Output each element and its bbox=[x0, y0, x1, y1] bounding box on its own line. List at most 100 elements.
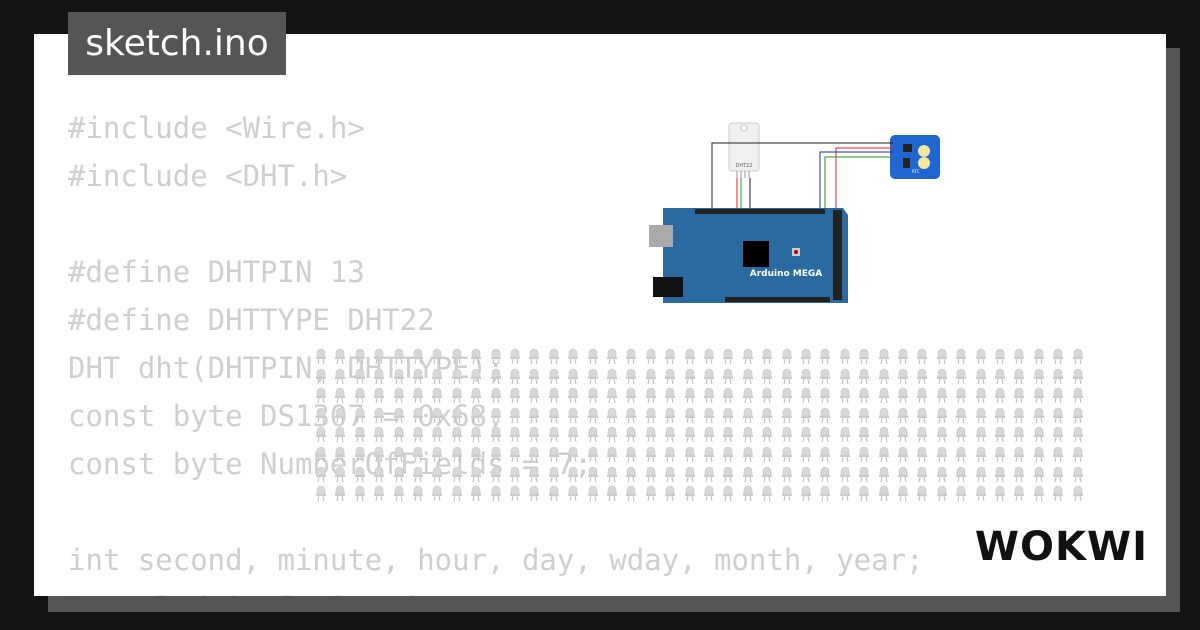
led[interactable] bbox=[839, 348, 851, 365]
led[interactable] bbox=[858, 368, 870, 384]
led[interactable] bbox=[509, 407, 521, 423]
led[interactable] bbox=[839, 407, 851, 423]
led[interactable] bbox=[975, 407, 987, 423]
led[interactable] bbox=[703, 446, 715, 463]
led[interactable] bbox=[528, 407, 540, 423]
led[interactable] bbox=[315, 387, 327, 404]
led[interactable] bbox=[354, 407, 366, 423]
led[interactable] bbox=[509, 368, 521, 384]
led[interactable] bbox=[664, 348, 676, 365]
led[interactable] bbox=[897, 485, 909, 502]
led[interactable] bbox=[431, 426, 443, 443]
led[interactable] bbox=[761, 407, 773, 423]
led[interactable] bbox=[1013, 466, 1025, 482]
led[interactable] bbox=[645, 426, 657, 443]
led[interactable] bbox=[548, 387, 560, 404]
led[interactable] bbox=[1052, 387, 1064, 404]
led[interactable] bbox=[975, 387, 987, 404]
led[interactable] bbox=[567, 426, 579, 443]
led[interactable] bbox=[315, 466, 327, 482]
led[interactable] bbox=[664, 407, 676, 423]
led[interactable] bbox=[528, 426, 540, 443]
led[interactable] bbox=[606, 387, 618, 404]
led[interactable] bbox=[703, 485, 715, 502]
led[interactable] bbox=[606, 348, 618, 365]
led[interactable] bbox=[334, 368, 346, 384]
led[interactable] bbox=[528, 348, 540, 365]
led[interactable] bbox=[955, 446, 967, 463]
led[interactable] bbox=[431, 368, 443, 384]
led[interactable] bbox=[625, 446, 637, 463]
led[interactable] bbox=[703, 407, 715, 423]
led[interactable] bbox=[1052, 446, 1064, 463]
led[interactable] bbox=[567, 368, 579, 384]
led[interactable] bbox=[1033, 387, 1045, 404]
led[interactable] bbox=[878, 466, 890, 482]
led[interactable] bbox=[936, 446, 948, 463]
led[interactable] bbox=[800, 368, 812, 384]
led[interactable] bbox=[878, 387, 890, 404]
led[interactable] bbox=[1033, 368, 1045, 384]
led[interactable] bbox=[1072, 426, 1084, 443]
led[interactable] bbox=[412, 485, 424, 502]
led[interactable] bbox=[470, 426, 482, 443]
led[interactable] bbox=[916, 426, 928, 443]
led[interactable] bbox=[606, 426, 618, 443]
led[interactable] bbox=[664, 387, 676, 404]
led[interactable] bbox=[994, 485, 1006, 502]
led[interactable] bbox=[703, 426, 715, 443]
led[interactable] bbox=[431, 446, 443, 463]
led[interactable] bbox=[742, 485, 754, 502]
led[interactable] bbox=[858, 348, 870, 365]
led[interactable] bbox=[645, 348, 657, 365]
led[interactable] bbox=[955, 407, 967, 423]
led[interactable] bbox=[878, 348, 890, 365]
led[interactable] bbox=[936, 466, 948, 482]
led[interactable] bbox=[781, 466, 793, 482]
led[interactable] bbox=[819, 426, 831, 443]
led[interactable] bbox=[412, 426, 424, 443]
led[interactable] bbox=[994, 368, 1006, 384]
led[interactable] bbox=[1013, 446, 1025, 463]
arduino-mega-board[interactable]: Arduino MEGA bbox=[649, 208, 848, 303]
led[interactable] bbox=[897, 368, 909, 384]
led[interactable] bbox=[742, 446, 754, 463]
led[interactable] bbox=[897, 387, 909, 404]
led[interactable] bbox=[470, 466, 482, 482]
led[interactable] bbox=[664, 466, 676, 482]
led[interactable] bbox=[742, 368, 754, 384]
led[interactable] bbox=[800, 348, 812, 365]
led[interactable] bbox=[587, 426, 599, 443]
led[interactable] bbox=[451, 407, 463, 423]
led[interactable] bbox=[625, 368, 637, 384]
led[interactable] bbox=[509, 466, 521, 482]
led[interactable] bbox=[354, 466, 366, 482]
led[interactable] bbox=[315, 485, 327, 502]
led[interactable] bbox=[490, 446, 502, 463]
led[interactable] bbox=[625, 407, 637, 423]
led[interactable] bbox=[858, 387, 870, 404]
led[interactable] bbox=[781, 426, 793, 443]
led[interactable] bbox=[431, 348, 443, 365]
led[interactable] bbox=[490, 348, 502, 365]
led[interactable] bbox=[373, 426, 385, 443]
led[interactable] bbox=[509, 387, 521, 404]
led[interactable] bbox=[684, 485, 696, 502]
led[interactable] bbox=[916, 485, 928, 502]
led[interactable] bbox=[373, 466, 385, 482]
led[interactable] bbox=[800, 485, 812, 502]
led[interactable] bbox=[451, 368, 463, 384]
led[interactable] bbox=[1013, 368, 1025, 384]
led[interactable] bbox=[1072, 387, 1084, 404]
led[interactable] bbox=[315, 446, 327, 463]
led[interactable] bbox=[625, 485, 637, 502]
led[interactable] bbox=[916, 368, 928, 384]
led[interactable] bbox=[819, 368, 831, 384]
led[interactable] bbox=[470, 407, 482, 423]
led[interactable] bbox=[645, 485, 657, 502]
led[interactable] bbox=[819, 485, 831, 502]
led[interactable] bbox=[975, 446, 987, 463]
led[interactable] bbox=[334, 387, 346, 404]
led[interactable] bbox=[1033, 485, 1045, 502]
led[interactable] bbox=[373, 387, 385, 404]
